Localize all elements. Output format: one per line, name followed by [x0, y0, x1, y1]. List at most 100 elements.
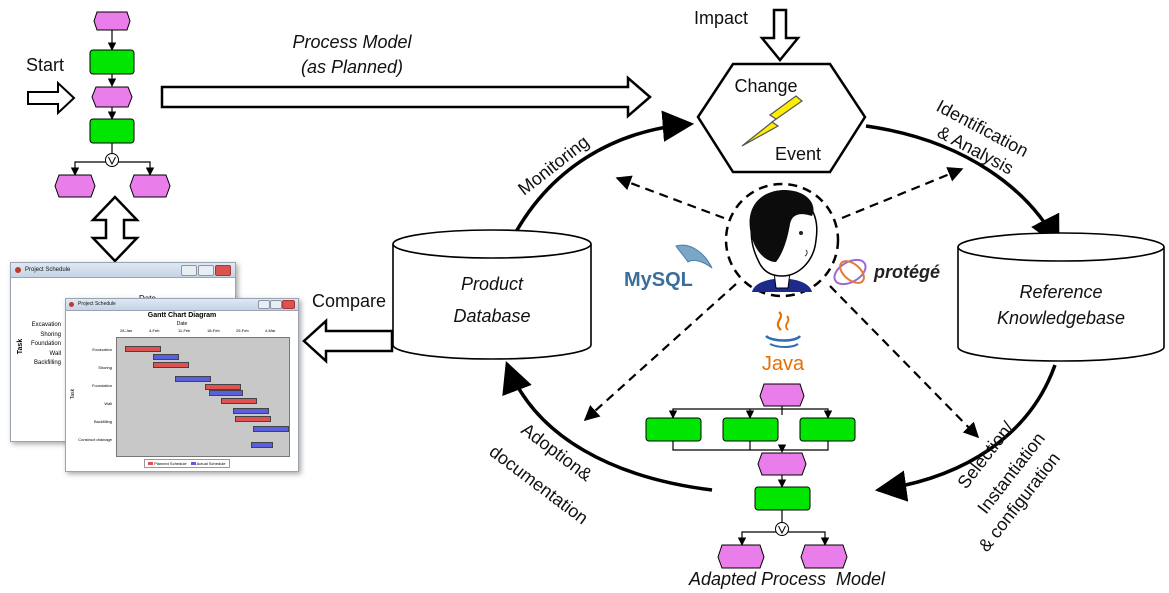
date-tick-label: 4-Mar	[265, 328, 276, 333]
date-tick-label: 25-Feb	[236, 328, 249, 333]
minimize-button[interactable]	[181, 265, 197, 276]
task-label: Backfilling	[33, 360, 61, 366]
window-titlebar: Project Schedule	[11, 263, 235, 278]
task-tick-label: Wall	[104, 401, 112, 406]
planned-bar	[205, 384, 241, 390]
back-task-list: Excavation Shoring Foundation Wall Backf…	[25, 321, 61, 369]
xor-connector	[775, 522, 789, 536]
task-tick-label: Foundation	[91, 383, 112, 388]
cycle-arrows	[502, 110, 1060, 502]
protege-logo: protégé	[833, 258, 940, 286]
event-node	[54, 174, 96, 198]
maximize-button[interactable]	[270, 300, 282, 309]
mysql-logo: MySQL	[624, 244, 713, 291]
gantt-legend: Planned Schedule Actual Schedule	[144, 459, 230, 468]
start-label: Start	[26, 55, 64, 75]
close-button[interactable]	[215, 265, 231, 276]
gantt-plot-area	[116, 337, 290, 457]
monitoring-label: Monitoring	[514, 132, 593, 200]
task-tick-label: Backfilling	[93, 419, 112, 424]
expert-user-icon	[724, 182, 840, 298]
identification-arc	[865, 124, 1060, 248]
event-node	[129, 174, 171, 198]
actual-bar	[209, 390, 243, 396]
minimize-button[interactable]	[258, 300, 270, 309]
change-label: Change	[734, 76, 797, 96]
function-node	[754, 486, 811, 511]
product-db-sublabel: Database	[453, 306, 530, 326]
gantt-chart-window: Project Schedule Gantt Chart Diagram Dat…	[65, 298, 299, 472]
event-node	[717, 544, 765, 569]
task-label: Excavation	[31, 322, 61, 328]
planned-process-model	[54, 11, 171, 198]
task-label: Wall	[49, 350, 61, 357]
actual-bar	[251, 442, 273, 448]
legend-planned-swatch	[148, 462, 153, 465]
date-tick-label: 28-Jan	[120, 328, 133, 333]
planned-bar	[221, 398, 257, 404]
function-node	[722, 417, 779, 442]
planned-bar	[235, 416, 271, 422]
adapted-process-model	[645, 383, 856, 569]
task-tick-label: Excavation	[92, 347, 112, 352]
maximize-button[interactable]	[198, 265, 214, 276]
planned-bar	[125, 346, 161, 352]
window-title: Project Schedule	[78, 301, 116, 307]
selection-arc	[874, 364, 1057, 502]
reference-kb-label: Reference	[1019, 282, 1102, 302]
task-tick-label: Shoring	[98, 365, 112, 370]
event-node	[757, 452, 807, 476]
java-logo-text: Java	[762, 353, 805, 375]
product-database: Product Database	[392, 229, 592, 360]
mysql-logo-text: MySQL	[624, 269, 693, 291]
monitoring-arc	[508, 110, 695, 244]
function-node	[89, 118, 135, 144]
start-arrow	[27, 80, 76, 116]
adapted-model-label: Adapted Process Model	[688, 569, 886, 589]
legend-actual: Actual Schedule	[196, 461, 226, 466]
lightning-icon	[741, 95, 803, 147]
compare-arrow	[302, 318, 394, 364]
event-label: Event	[775, 144, 821, 164]
impact-arrow	[759, 8, 801, 62]
date-tick-label: 4-Feb	[149, 328, 160, 333]
actual-bar	[233, 408, 269, 414]
planned-model-arrow	[160, 75, 652, 119]
task-label: Foundation	[30, 341, 61, 347]
bidirectional-arrow	[90, 195, 140, 263]
task-label: Shoring	[40, 331, 61, 338]
window-title: Project Schedule	[25, 267, 71, 273]
function-node	[89, 49, 135, 75]
reference-kb-sublabel: Knowledgebase	[997, 308, 1125, 328]
xor-connector	[105, 153, 119, 167]
gantt-date-label: Date	[176, 321, 188, 327]
legend-planned: Planned Schedule	[154, 461, 187, 466]
actual-bar	[153, 354, 179, 360]
actual-bar	[175, 376, 211, 382]
process-model-sublabel: (as Planned)	[301, 57, 403, 77]
app-icon	[15, 267, 21, 273]
gantt-title: Gantt Chart Diagram	[147, 312, 217, 319]
planned-bar	[153, 362, 189, 368]
process-model-label: Process Model	[292, 32, 412, 52]
dashed-connections	[583, 167, 980, 439]
impact-label: Impact	[694, 8, 748, 28]
compare-label: Compare	[312, 291, 386, 311]
event-node	[800, 544, 848, 569]
date-tick-label: 11-Feb	[178, 328, 191, 333]
protege-logo-text: protégé	[873, 262, 940, 282]
legend-actual-swatch	[190, 462, 196, 465]
function-node	[645, 417, 702, 442]
event-node	[93, 11, 131, 31]
back-task-axis: Task	[17, 338, 25, 355]
java-logo: Java	[762, 311, 805, 375]
product-db-label: Product	[461, 274, 524, 294]
adoption-arc	[502, 361, 713, 492]
close-button[interactable]	[282, 300, 295, 309]
reference-knowledgebase: Reference Knowledgebase	[957, 232, 1165, 362]
function-node	[799, 417, 856, 442]
app-icon	[69, 302, 74, 307]
